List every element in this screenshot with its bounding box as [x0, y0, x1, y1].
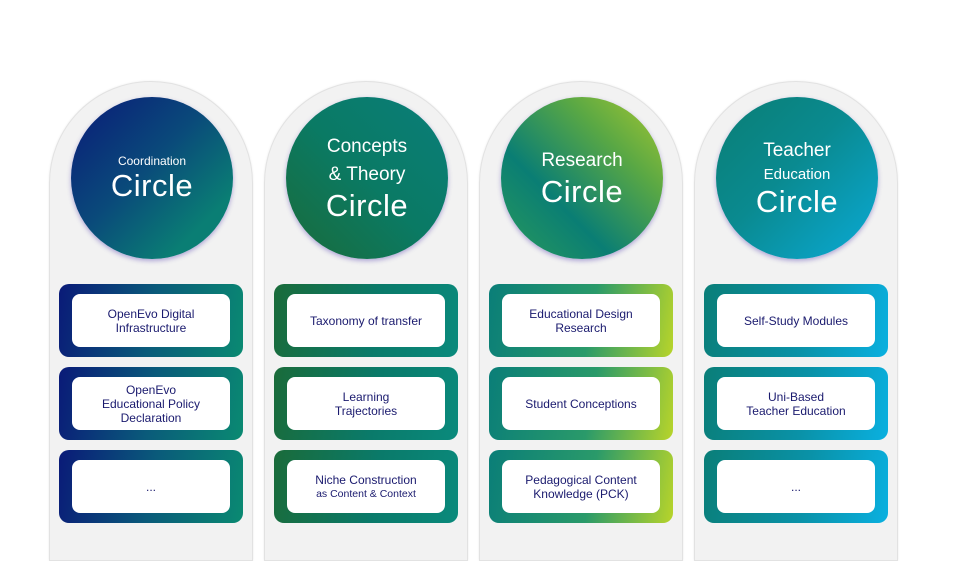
topic-card[interactable]: Student Conceptions — [489, 367, 673, 440]
topic-card-label: Taxonomy of transfer — [287, 294, 445, 347]
circle-title-line: Circle — [755, 184, 839, 219]
topic-card[interactable]: ... — [704, 450, 888, 523]
circle-title-line: Concepts — [326, 136, 408, 157]
topic-card-line: OpenEvo — [125, 382, 177, 397]
topic-card[interactable]: Self-Study Modules — [704, 284, 888, 357]
topic-card-line: Self-Study Modules — [743, 313, 849, 328]
circle-title-line: Teacher — [763, 140, 831, 161]
topic-card[interactable]: Taxonomy of transfer — [274, 284, 458, 357]
topic-card-line: Educational Policy — [101, 396, 201, 411]
topic-card-line: Teacher Education — [746, 403, 846, 418]
topic-card-label: ... — [717, 460, 875, 513]
topic-card-label: Self-Study Modules — [717, 294, 875, 347]
topic-card-line: ... — [145, 479, 156, 494]
topic-card[interactable]: ... — [59, 450, 243, 523]
circle-title-line: Circle — [325, 188, 409, 223]
topic-card-line: Trajectories — [334, 403, 398, 418]
circle-title-line: Circle — [110, 168, 194, 203]
topic-card-line: Infrastructure — [115, 320, 187, 335]
topic-card-line: Uni-Based — [767, 389, 825, 404]
topic-card-line: Educational Design — [529, 306, 633, 321]
circle-title-line: Education — [763, 166, 831, 183]
topic-card-label: ... — [72, 460, 230, 513]
topic-card-line: Niche Construction — [315, 472, 417, 487]
topic-card-line: Pedagogical Content — [525, 472, 637, 487]
topic-card-line: ... — [790, 479, 801, 494]
circle-title-line: Circle — [540, 174, 624, 209]
topic-card-label: Student Conceptions — [502, 377, 660, 430]
circle-title-line: & Theory — [328, 164, 406, 185]
topic-card-line: OpenEvo Digital — [107, 306, 195, 321]
topic-card-line: Taxonomy of transfer — [309, 313, 423, 328]
topic-card-subline: as Content & Context — [316, 487, 416, 500]
topic-card-line: Student Conceptions — [525, 396, 637, 411]
topic-card-line: Research — [555, 320, 607, 335]
circle-title-line: Coordination — [117, 154, 187, 168]
topic-card-line: Knowledge (PCK) — [533, 486, 629, 501]
topic-card-line: Learning — [342, 389, 390, 404]
circle-title-line: Research — [541, 150, 623, 171]
topic-card-line: Declaration — [120, 410, 182, 425]
